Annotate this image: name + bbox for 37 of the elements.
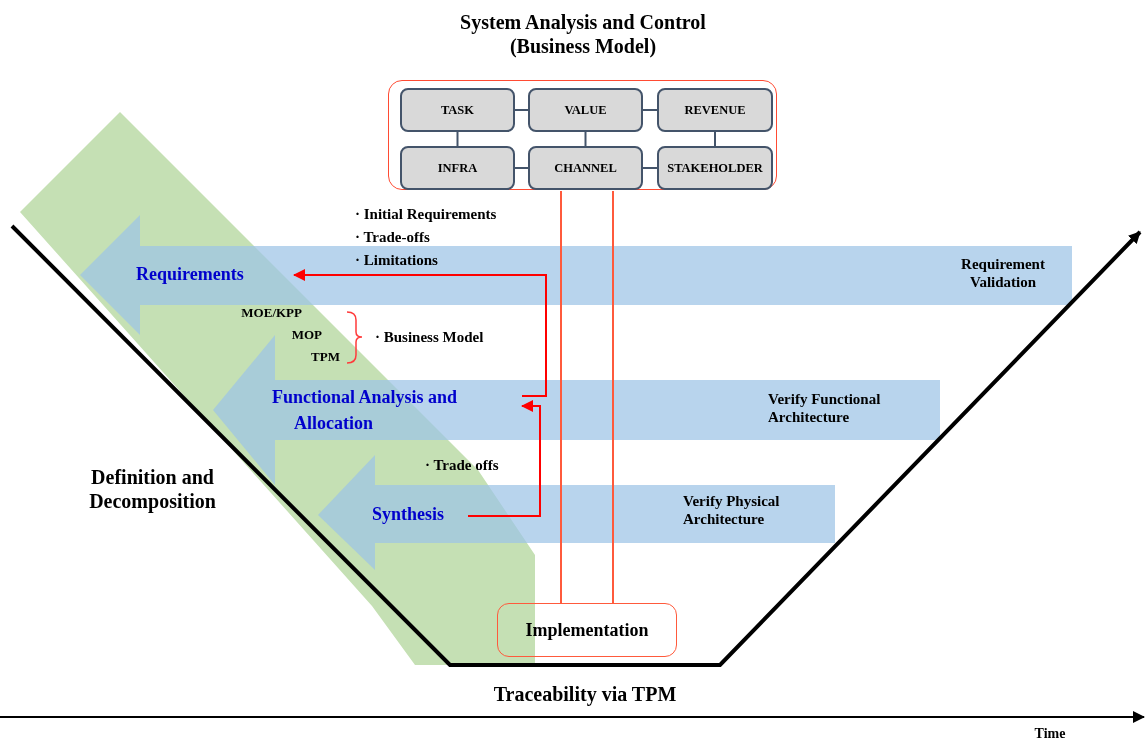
- connector-line: [714, 131, 716, 147]
- connector-line: [612, 190, 614, 604]
- stage-label: Requirement Validation: [960, 255, 1046, 291]
- bullet-item: · Trade offs: [425, 456, 499, 474]
- arrow: [467, 400, 541, 517]
- model-box: STAKEHOLDER: [657, 146, 773, 190]
- axis-label: Time: [1033, 726, 1067, 742]
- connector-line: [642, 109, 658, 111]
- stage-title: Requirements: [136, 261, 294, 291]
- arrow: [293, 269, 547, 397]
- process-box: Implementation: [497, 603, 677, 657]
- model-box: INFRA: [400, 146, 515, 190]
- bullet-item: · Initial Requirements: [355, 205, 497, 223]
- connector-line: [514, 109, 529, 111]
- bullet-item: · Limitations: [355, 251, 438, 269]
- group-heading: System Analysis and Control (Business Model): [459, 10, 707, 58]
- model-box: VALUE: [528, 88, 643, 132]
- bullet-item: · Business Model: [375, 328, 484, 346]
- band-arrow: [318, 455, 835, 570]
- metric-label: MOP: [290, 327, 322, 343]
- model-box: CHANNEL: [528, 146, 643, 190]
- model-box: REVENUE: [657, 88, 773, 132]
- phase-label: Definition and Decomposition: [88, 465, 217, 513]
- connector-line: [514, 167, 529, 169]
- connector-line: [560, 190, 562, 604]
- stage-label: Verify Physical Architecture: [683, 492, 781, 528]
- stage-title: Synthesis: [372, 501, 468, 531]
- caption-text: Traceability via TPM: [492, 682, 678, 706]
- metric-label: TPM: [310, 349, 340, 365]
- model-box: TASK: [400, 88, 515, 132]
- bullet-item: · Trade-offs: [355, 228, 430, 246]
- connector-line: [642, 167, 658, 169]
- stage-label: Verify Functional Architecture: [768, 390, 882, 426]
- connector-line: [584, 131, 587, 147]
- connector-line: [456, 131, 459, 147]
- stage-title: Functional Analysis and Allocation: [270, 384, 522, 439]
- metric-label: MOE/KPP: [240, 305, 302, 321]
